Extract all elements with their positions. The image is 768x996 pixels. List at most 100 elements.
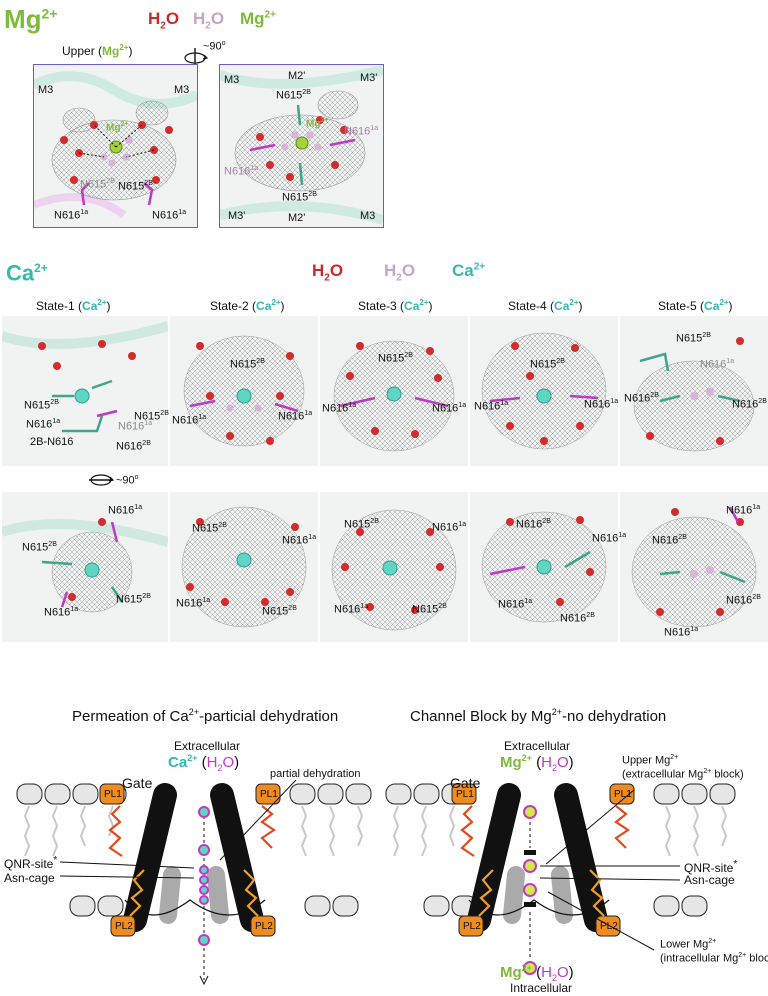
upper-mg-annotation: Upper Mg2+ <box>622 754 679 767</box>
block-pl2-right: PL2 <box>600 921 618 932</box>
mg-legend-mg: Mg2+ <box>240 9 276 28</box>
block-title: Channel Block by Mg2+-no dehydration <box>410 707 667 725</box>
ca-legend-h2o-red: H2O <box>312 261 344 284</box>
residue-label: N6152B <box>22 541 57 554</box>
residue-label: N6162B <box>624 392 659 405</box>
density-mesh-illustration <box>2 518 168 613</box>
residue-label: N6161a <box>334 603 369 616</box>
mg-density-panel-rotated: M3 M2' M3' N6152B Mg2+ N6161a N6161a N61… <box>219 64 384 228</box>
permeation-gate-label: Gate <box>122 775 153 791</box>
residue-label: N6152B <box>412 603 447 616</box>
residue-label: N6162B <box>116 440 151 453</box>
permeation-pl1-right: PL1 <box>260 789 278 800</box>
residue-label: N6152B <box>282 191 317 204</box>
state-5-top-panel <box>620 316 768 466</box>
rotation-arrow-icon <box>184 48 209 68</box>
residue-label: N6152B <box>378 352 413 365</box>
residue-label: N6161a <box>224 165 259 178</box>
rotation-label-top: ~90o <box>203 40 226 53</box>
residue-label: N6161a <box>474 400 509 413</box>
ca-legend-h2o-pink: H2O <box>384 261 416 284</box>
residue-label: 2B-N616 <box>30 436 74 448</box>
rotation-label-mid: ~90o <box>116 474 139 487</box>
density-mesh-illustration <box>220 65 383 225</box>
state-1-title: State-1 (Ca2+) <box>36 298 111 313</box>
residue-label: N6152B <box>134 410 169 423</box>
block-pl1-left: PL1 <box>456 789 474 800</box>
residue-label: N6152B <box>192 522 227 535</box>
state-5-title: State-5 (Ca2+) <box>658 298 733 313</box>
residue-label: N6161a <box>172 414 207 427</box>
density-mesh-illustration <box>331 509 457 631</box>
density-mesh-illustration <box>481 332 607 450</box>
mg-density-panel-upper: M3 M3 Mg2+ N6152B N6152B N6161a N6161a <box>33 64 198 228</box>
state-1-top-panel <box>2 316 168 466</box>
residue-label: N6161a <box>26 418 61 431</box>
residue-label: N6161a <box>664 626 699 639</box>
residue-label: N6161a <box>322 402 357 415</box>
helix-label: M3 <box>174 84 190 96</box>
permeation-pl2-left: PL2 <box>115 921 133 932</box>
density-mesh-illustration <box>333 340 455 452</box>
residue-label: N6152B <box>80 178 115 191</box>
state-3-bottom-panel <box>320 492 468 642</box>
residue-label: N6152B <box>344 518 379 531</box>
block-ion-label: Mg2+ (H2O) <box>500 753 574 773</box>
mg-legend-h2o-red: H2O <box>148 9 180 32</box>
mg-section-title: Mg2+ <box>4 4 58 34</box>
partial-dehydration-label: partial dehydration <box>270 768 361 780</box>
density-mesh-illustration <box>631 506 757 628</box>
permeation-qnr-label: QNR-site* <box>4 855 58 871</box>
residue-label: N6152B <box>230 358 265 371</box>
residue-label: Mg2+ <box>306 117 329 130</box>
residue-label: N6161a <box>432 402 467 415</box>
residue-label: N6161a <box>584 398 619 411</box>
residue-label: N6161a <box>592 532 627 545</box>
state-1-bottom-panel <box>2 492 168 642</box>
rotation-arrow-icon <box>89 474 115 486</box>
block-pl1-right: PL1 <box>614 789 632 800</box>
helix-label: M3 <box>360 210 376 222</box>
residue-label: N6162B <box>516 518 551 531</box>
permeation-title: Permeation of Ca2+-particial dehydration <box>72 707 339 725</box>
density-mesh-illustration <box>181 506 307 628</box>
state-5-bottom-panel <box>620 492 768 642</box>
residue-label: N6152B <box>262 605 297 618</box>
residue-label: N6161a <box>152 209 187 222</box>
residue-label: N6162B <box>560 612 595 625</box>
block-schematic <box>385 783 736 975</box>
residue-label: N6161a <box>44 606 79 619</box>
state-2-title: State-2 (Ca2+) <box>210 298 285 313</box>
state-2-bottom-panel <box>170 492 318 642</box>
permeation-ion-label: Ca2+ (H2O) <box>168 753 240 773</box>
residue-label: N6161a <box>344 125 379 138</box>
helix-label: M3' <box>228 210 246 222</box>
helix-label: M2' <box>288 212 306 224</box>
mg-legend-h2o-pink: H2O <box>193 9 225 32</box>
block-pl2-left: PL2 <box>463 921 481 932</box>
residue-label: N6161a <box>282 534 317 547</box>
residue-label: N6161a <box>176 597 211 610</box>
residue-label: N6152B <box>24 399 59 412</box>
state-4-top-panel <box>470 316 618 466</box>
permeation-pl1-left: PL1 <box>104 789 122 800</box>
density-mesh-illustration <box>633 337 755 452</box>
helix-label: M2' <box>288 70 306 82</box>
residue-label: N6152B <box>118 180 153 193</box>
residue-label: N6162B <box>652 534 687 547</box>
block-intracellular: Intracellular <box>510 981 573 995</box>
permeation-schematic <box>16 779 372 986</box>
residue-label: N6161a <box>700 358 735 371</box>
upper-mg-label: Upper (Mg2+) <box>62 43 133 58</box>
lower-mg-annotation: Lower Mg2+ <box>660 938 717 951</box>
residue-label: N6161a <box>108 504 143 517</box>
block-qnr-label: QNR-site* <box>684 859 738 875</box>
state-3-title: State-3 (Ca2+) <box>358 298 433 313</box>
block-bottom-ion-label: Mg2+ (H2O) <box>500 963 574 983</box>
block-gate-label: Gate <box>450 775 481 791</box>
state-3-top-panel <box>320 316 468 466</box>
helix-label: M3 <box>38 84 54 96</box>
density-mesh-illustration <box>2 321 168 433</box>
block-extracellular: Extracellular <box>504 739 571 753</box>
helix-label: M3 <box>224 74 240 86</box>
